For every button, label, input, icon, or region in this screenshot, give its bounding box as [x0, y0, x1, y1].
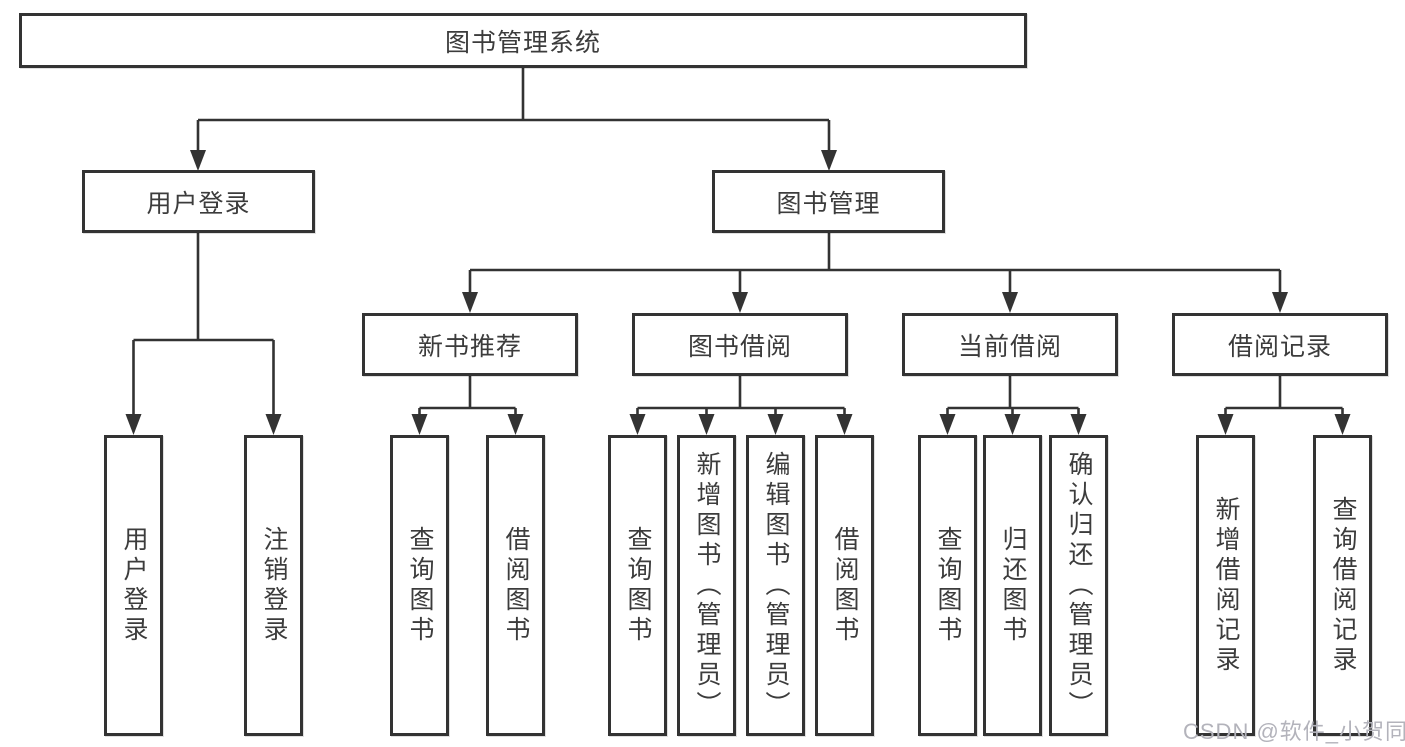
node-label: 查询图书 — [934, 525, 962, 646]
node-borrowing-records: 借阅记录 — [1172, 313, 1388, 376]
node-library-management-system: 图书管理系统 — [19, 13, 1027, 68]
node-label: 借阅图书 — [502, 525, 530, 646]
node-return-books: 归还图书 — [983, 435, 1042, 736]
node-logout-leaf: 注销登录 — [244, 435, 303, 736]
node-user-login-branch: 用户登录 — [82, 170, 315, 233]
node-label: 借阅图书 — [831, 525, 859, 646]
node-edit-books-admin: 编辑图书（管理员） — [746, 435, 805, 736]
node-label: 编辑图书（管理员） — [762, 450, 790, 721]
node-user-login-leaf: 用户登录 — [104, 435, 163, 736]
node-confirm-return-admin: 确认归还（管理员） — [1049, 435, 1108, 736]
node-label: 新增借阅记录 — [1212, 495, 1240, 676]
node-borrow-books-under-borrowing: 借阅图书 — [815, 435, 874, 736]
node-add-borrow-record: 新增借阅记录 — [1196, 435, 1255, 736]
node-query-borrow-record: 查询借阅记录 — [1313, 435, 1372, 736]
node-query-books-under-recommend: 查询图书 — [390, 435, 449, 736]
node-label: 新增图书（管理员） — [693, 450, 721, 721]
node-borrow-books-under-recommend: 借阅图书 — [486, 435, 545, 736]
node-query-books-under-borrowing: 查询图书 — [608, 435, 667, 736]
node-label: 查询借阅记录 — [1329, 495, 1357, 676]
node-label: 确认归还（管理员） — [1065, 450, 1093, 721]
node-label: 查询图书 — [624, 525, 652, 646]
node-add-books-admin: 新增图书（管理员） — [677, 435, 736, 736]
node-book-borrowing: 图书借阅 — [632, 313, 848, 376]
node-label: 注销登录 — [260, 525, 288, 646]
node-query-books-under-current: 查询图书 — [918, 435, 977, 736]
node-book-management-branch: 图书管理 — [712, 170, 945, 233]
node-current-borrowing: 当前借阅 — [902, 313, 1118, 376]
csdn-watermark: CSDN @软件_小贺同学 — [1183, 719, 1405, 744]
node-label: 归还图书 — [999, 525, 1027, 646]
node-new-book-recommend: 新书推荐 — [362, 313, 578, 376]
node-label: 查询图书 — [406, 525, 434, 646]
node-label: 用户登录 — [120, 525, 148, 646]
